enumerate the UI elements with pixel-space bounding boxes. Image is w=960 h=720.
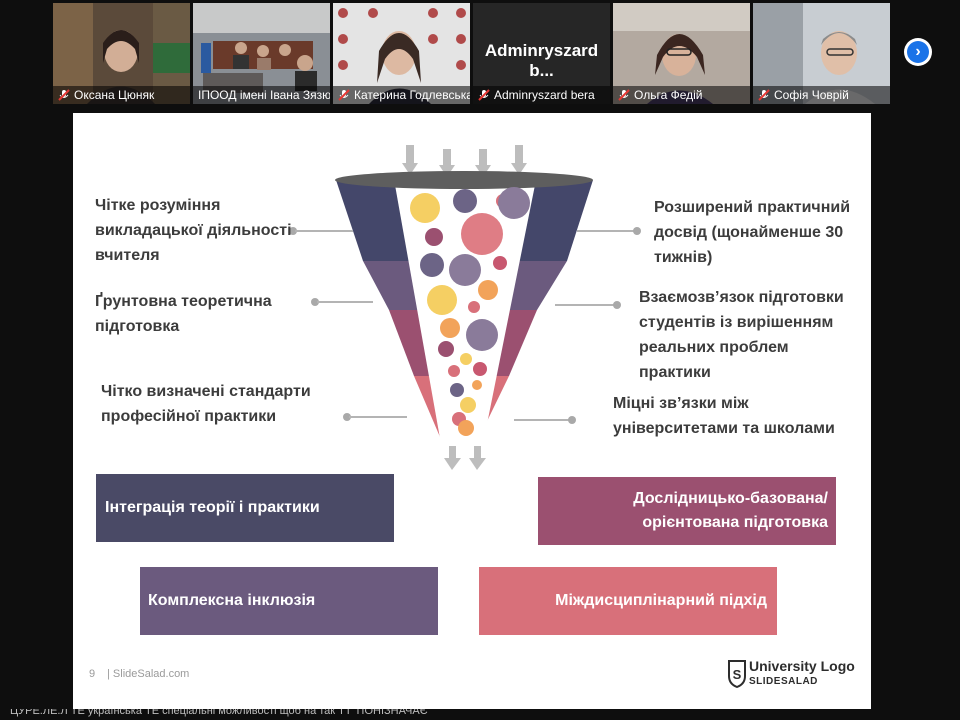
funnel-diagram — [335, 145, 593, 470]
box-label: Міждисциплінарний підхід — [555, 592, 767, 609]
participant-tile[interactable]: Софія Човрій — [753, 3, 890, 104]
down-arrow-icon — [443, 149, 451, 165]
slide-number: 9 — [89, 668, 96, 680]
participant-caption: Adminryszard bera — [473, 86, 610, 104]
shared-slide: Чітке розуміння викладацької діяльності … — [73, 113, 871, 709]
logo-subtitle: SLIDESALAD — [749, 676, 818, 687]
connector-dot — [568, 416, 576, 424]
left-item-2: Ґрунтовна теоретична підготовка — [95, 293, 272, 335]
box-label: Дослідницько-базована/орієнтована підгот… — [633, 490, 828, 531]
connector-line — [317, 301, 373, 303]
university-logo: S University Logo SLIDESALAD — [727, 658, 867, 692]
participant-tile[interactable]: Катерина Годлевська — [333, 3, 470, 104]
box-label: Комплексна інклюзія — [148, 592, 316, 609]
participant-caption: ІПООД імені Івана Зязю... — [193, 86, 330, 104]
connector-dot — [613, 301, 621, 309]
svg-text:S: S — [733, 667, 742, 682]
box-research-based: Дослідницько-базована/орієнтована підгот… — [538, 477, 836, 545]
box-interdisciplinary: Міждисциплінарний підхід — [479, 567, 777, 635]
participant-name: ІПООД імені Івана Зязю... — [198, 88, 330, 102]
down-arrow-icon — [469, 458, 486, 470]
funnel-input-arrows — [402, 145, 527, 177]
participant-name: Ольга Федій — [634, 88, 703, 102]
connector-dot — [289, 227, 297, 235]
down-arrow-icon — [439, 165, 455, 177]
logo-title: University Logo — [749, 658, 855, 674]
chevron-right-icon: › — [907, 41, 929, 63]
right-item-2: Взаємозв’язок підготовки студентів із ви… — [639, 289, 844, 381]
participant-tile-active-speaker[interactable]: ІПООД імені Івана Зязю... — [193, 3, 330, 104]
box-label: Інтеграція теорії і практики — [105, 499, 320, 516]
participant-tile[interactable]: Ольга Федій — [613, 3, 750, 104]
box-inclusion: Комплексна інклюзія — [140, 567, 438, 635]
participant-tile[interactable]: Adminryszard b... Adminryszard bera — [473, 3, 610, 104]
participant-caption: Софія Човрій — [753, 86, 890, 104]
right-item-3: Міцні зв’язки між університетами та школ… — [613, 395, 835, 437]
muted-mic-icon — [58, 89, 70, 101]
connector-line — [577, 230, 637, 232]
left-item-3: Чітко визначені стандарти професійної пр… — [101, 383, 311, 425]
participant-name: Adminryszard bera — [494, 88, 595, 102]
down-arrow-icon — [406, 145, 414, 163]
down-arrow-icon — [402, 163, 418, 175]
left-item-1: Чітке розуміння викладацької діяльності … — [95, 197, 292, 264]
funnel-bubbles — [410, 187, 530, 436]
participant-caption: Ольга Федій — [613, 86, 750, 104]
participant-name: Оксана Цюняк — [74, 88, 155, 102]
funnel-inner — [395, 185, 535, 444]
down-arrow-icon — [475, 165, 491, 177]
down-arrow-icon — [474, 446, 481, 459]
participant-strip: Оксана Цюняк ІПООД імені Івана Зязю... — [0, 0, 960, 108]
participant-caption: Катерина Годлевська — [333, 86, 470, 104]
muted-mic-icon — [338, 89, 350, 101]
connector-dot — [311, 298, 319, 306]
connector-line — [349, 416, 407, 418]
muted-mic-icon — [618, 89, 630, 101]
down-arrow-icon — [444, 458, 461, 470]
down-arrow-icon — [515, 145, 523, 163]
connector-dot — [633, 227, 641, 235]
next-participants-button[interactable]: › — [904, 38, 932, 66]
funnel-rim — [335, 171, 593, 189]
participant-video — [53, 3, 190, 104]
down-arrow-icon — [449, 446, 456, 459]
down-arrow-icon — [511, 163, 527, 175]
muted-mic-icon — [478, 89, 490, 101]
taskbar: ЦУРЕ.ЛЕ.Л ТЕ українська ТЕ спеціальні мо… — [0, 709, 960, 720]
connector-dot — [343, 413, 351, 421]
funnel-output-arrows — [444, 446, 486, 470]
participant-caption: Оксана Цюняк — [53, 86, 190, 104]
connector-line — [514, 419, 574, 421]
shield-logo-icon: S — [728, 660, 746, 688]
participant-name: Софія Човрій — [774, 88, 849, 102]
muted-mic-icon — [758, 89, 770, 101]
down-arrow-icon — [479, 149, 487, 165]
right-item-1: Розширений практичний досвід (щонайменше… — [654, 199, 851, 266]
connector-line — [295, 230, 353, 232]
participant-name-placeholder: Adminryszard b... — [484, 41, 599, 80]
participant-name: Катерина Годлевська — [354, 88, 470, 102]
footer-source: | SlideSalad.com — [107, 668, 190, 680]
participant-tile[interactable]: Оксана Цюняк — [53, 3, 190, 104]
box-theory-practice: Інтеграція теорії і практики — [96, 474, 394, 542]
connector-line — [555, 304, 617, 306]
taskbar-text: ЦУРЕ.ЛЕ.Л ТЕ українська ТЕ спеціальні мо… — [10, 709, 428, 717]
